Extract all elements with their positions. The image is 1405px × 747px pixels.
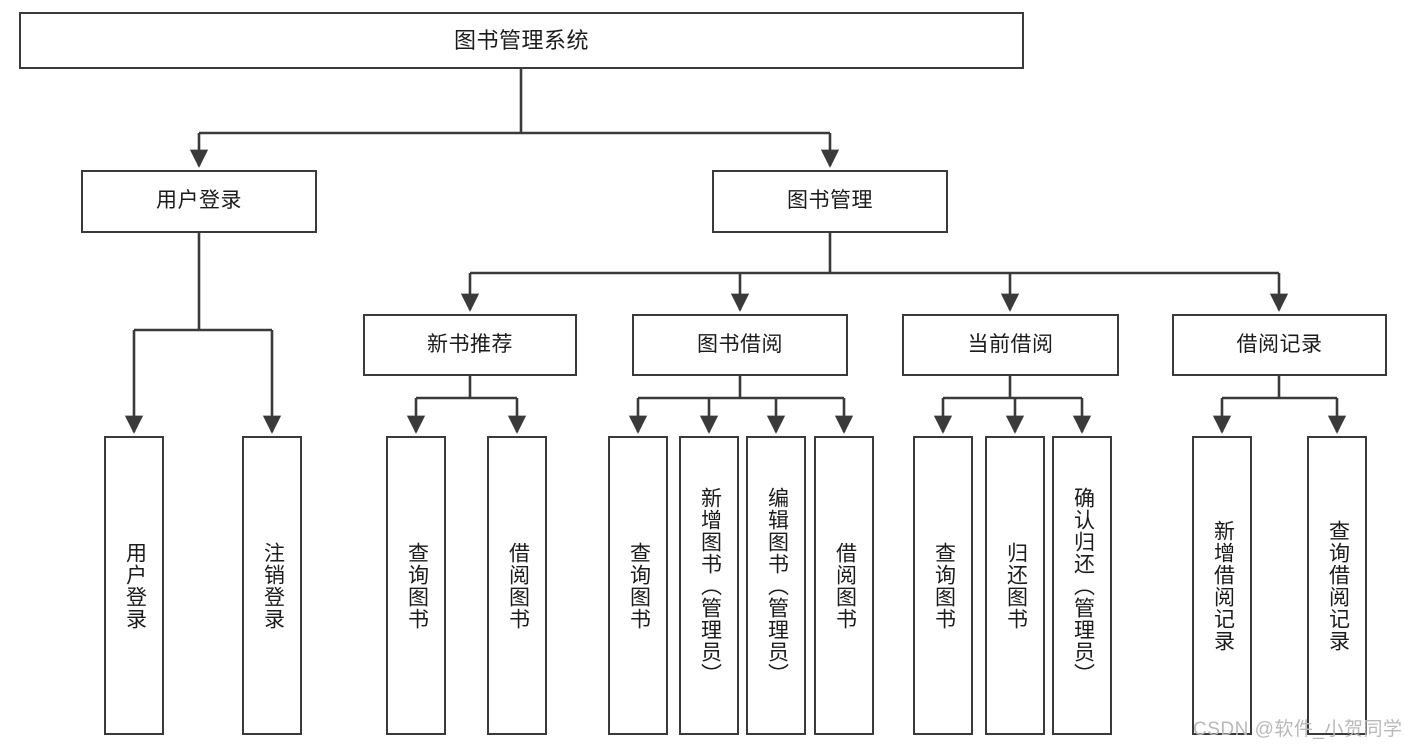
leaf-borrow-book-newbook[interactable]: 借阅图书	[487, 436, 547, 735]
leaf-logout-login[interactable]: 注销登录	[242, 436, 302, 735]
node-new-book-recommend[interactable]: 新书推荐	[363, 314, 577, 376]
leaf-add-borrow-record[interactable]: 新增借阅记录	[1192, 436, 1252, 735]
leaf-add-book-admin[interactable]: 新增图书（管理员）	[679, 436, 739, 735]
node-book-borrow[interactable]: 图书借阅	[632, 314, 848, 376]
csdn-watermark: CSDN @软件_小贺同学	[1193, 719, 1403, 740]
node-current-borrow[interactable]: 当前借阅	[902, 314, 1119, 376]
leaf-query-book-current[interactable]: 查询图书	[913, 436, 973, 735]
leaf-query-book-borrow[interactable]: 查询图书	[608, 436, 668, 735]
node-user-login[interactable]: 用户登录	[81, 170, 317, 233]
leaf-query-borrow-record[interactable]: 查询借阅记录	[1307, 436, 1367, 735]
node-root[interactable]: 图书管理系统	[19, 12, 1024, 69]
leaf-return-book[interactable]: 归还图书	[985, 436, 1045, 735]
leaf-borrow-book[interactable]: 借阅图书	[814, 436, 874, 735]
leaf-query-book-newbook[interactable]: 查询图书	[386, 436, 446, 735]
node-book-management[interactable]: 图书管理	[712, 170, 948, 233]
leaf-confirm-return-admin[interactable]: 确认归还（管理员）	[1052, 436, 1112, 735]
leaf-user-login[interactable]: 用户登录	[104, 436, 164, 735]
node-borrow-record[interactable]: 借阅记录	[1172, 314, 1387, 376]
leaf-edit-book-admin[interactable]: 编辑图书（管理员）	[746, 436, 806, 735]
